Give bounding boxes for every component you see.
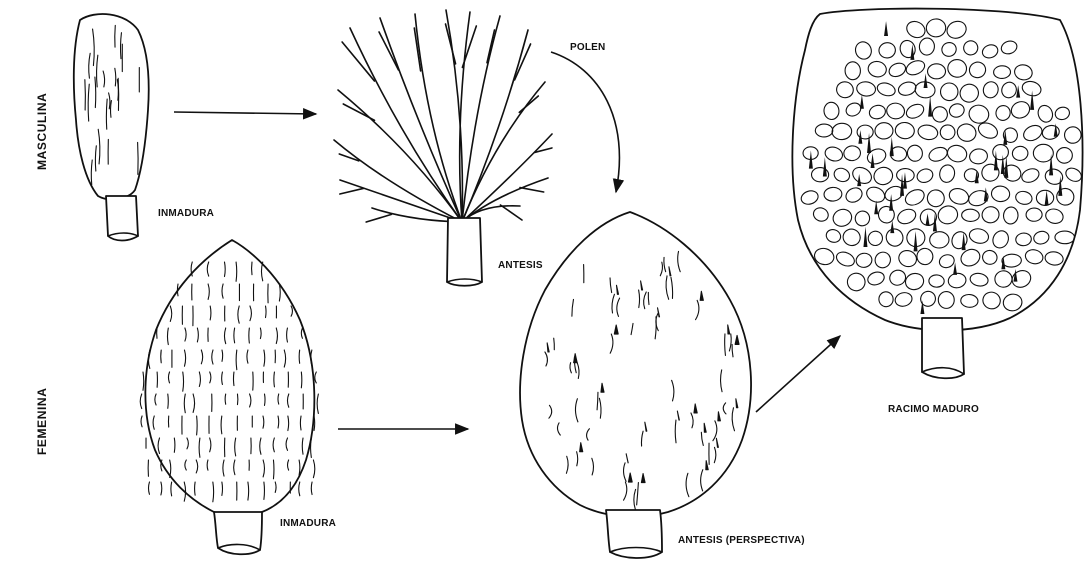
bract: [299, 482, 300, 496]
bract: [191, 262, 192, 276]
bract: [315, 372, 316, 383]
spikelet: [338, 90, 462, 222]
bract: [225, 394, 226, 404]
spikelet: [342, 42, 374, 81]
spikelet: [379, 32, 398, 70]
label-pollen: POLEN: [570, 42, 605, 53]
bract: [171, 482, 172, 496]
bract: [197, 416, 198, 435]
bract: [141, 416, 142, 427]
female-immature-inflorescence: [140, 240, 318, 554]
spikelet: [334, 140, 462, 222]
bract: [168, 394, 169, 408]
bract: [313, 460, 314, 478]
male-anthesis-inflorescence: [334, 10, 552, 286]
label-male-immature: INMADURA: [158, 208, 214, 219]
spikelet: [462, 26, 476, 67]
spikelet: [519, 96, 538, 112]
mature-bunch: [792, 9, 1083, 379]
label-male-anthesis: ANTESIS: [498, 260, 543, 271]
bract: [177, 284, 178, 296]
bract: [222, 482, 223, 495]
arrow-pollen: [551, 52, 619, 192]
bract: [161, 482, 162, 495]
bract: [148, 482, 149, 494]
arrow-maturation: [756, 336, 840, 412]
row-label-male: MASCULINA: [35, 93, 49, 170]
bract: [266, 306, 267, 318]
arrow-male-development: [174, 112, 316, 114]
bract: [140, 394, 141, 409]
bract: [195, 482, 196, 495]
spikelet: [460, 12, 470, 222]
bract: [274, 372, 275, 387]
spikelet: [462, 178, 548, 222]
spikelet: [520, 188, 544, 192]
label-mature-bunch: RACIMO MADURO: [888, 404, 979, 415]
bract: [314, 416, 315, 431]
male-immature-inflorescence: [74, 14, 149, 240]
female-anthesis-inflorescence: [520, 212, 751, 558]
strand: [115, 25, 116, 47]
row-label-female: FEMENINA: [35, 388, 49, 455]
strand: [85, 80, 86, 110]
spikelet: [487, 30, 495, 63]
bract: [264, 482, 265, 499]
label-female-immature: INMADURA: [280, 518, 336, 529]
strand: [118, 78, 119, 110]
bract: [143, 372, 144, 390]
spikelet: [462, 82, 545, 222]
spikelet: [343, 104, 374, 120]
label-female-anthesis: ANTESIS (PERSPECTIVA): [678, 535, 805, 546]
bract: [161, 460, 162, 471]
spikelet: [380, 18, 462, 222]
spikelet: [462, 30, 528, 222]
flower-mark: [554, 338, 555, 350]
spikelet: [340, 188, 364, 194]
bract: [311, 438, 312, 457]
spikelet: [446, 24, 456, 64]
bract: [174, 438, 175, 452]
bract: [264, 394, 265, 405]
bract: [249, 328, 250, 343]
bract: [317, 394, 318, 413]
spikelet: [366, 214, 391, 222]
spikelet: [500, 205, 522, 220]
spikelet: [350, 28, 462, 222]
bract: [311, 482, 312, 495]
